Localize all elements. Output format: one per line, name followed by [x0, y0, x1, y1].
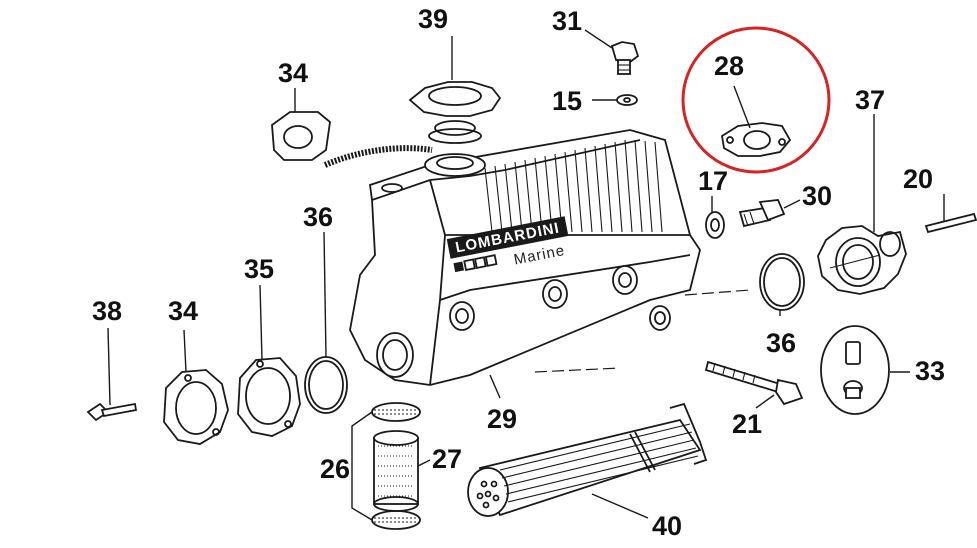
callout-27: 27	[432, 444, 462, 474]
pressure-cap-part-39	[408, 81, 502, 144]
callout-26: 26	[320, 454, 350, 484]
hose-clamp-part-26	[371, 402, 421, 530]
tube-bundle-part-40	[467, 402, 708, 517]
o-ring-part-36-right	[759, 253, 805, 311]
callout-28: 28	[714, 51, 744, 81]
stud-part-20	[924, 212, 977, 234]
washer-part-17	[705, 211, 725, 239]
washer-part-15	[616, 94, 638, 106]
cooling-fins	[484, 139, 663, 233]
screw-part-38	[86, 402, 138, 422]
bolt-part-21	[704, 360, 804, 406]
highlight-circle	[681, 26, 831, 174]
gasket-part-35	[237, 357, 301, 437]
bolt-part-31	[610, 41, 640, 75]
overflow-hose	[323, 145, 433, 168]
callout-34-lower: 34	[168, 296, 198, 326]
gasket-part-34-upper	[271, 111, 331, 161]
callout-15: 15	[552, 86, 582, 116]
callout-36-left: 36	[303, 202, 333, 232]
callout-30: 30	[802, 181, 832, 211]
callout-21: 21	[732, 409, 762, 439]
callout-36-right: 36	[766, 328, 796, 358]
callout-35: 35	[244, 254, 274, 284]
callout-39: 39	[418, 4, 448, 34]
callouts: 39 31 34 15 28 37 17 30 20 36 35 38 34 3…	[92, 4, 945, 541]
o-ring-part-36-left	[304, 356, 348, 414]
callout-29: 29	[487, 404, 517, 434]
hose-part-27	[373, 430, 419, 512]
callout-37: 37	[855, 85, 885, 115]
callout-34-upper: 34	[278, 58, 308, 88]
thermostat-housing-part-37	[817, 225, 907, 295]
callout-31: 31	[552, 6, 582, 36]
callout-40: 40	[652, 511, 682, 541]
thermostat-part-33	[820, 325, 890, 415]
callout-38: 38	[92, 296, 122, 326]
callout-33: 33	[915, 356, 945, 386]
fitting-part-30	[738, 199, 786, 228]
callout-17: 17	[698, 166, 728, 196]
cover-part-34-lower	[163, 369, 229, 445]
callout-20: 20	[903, 164, 933, 194]
gasket-part-28	[721, 122, 792, 157]
manifold-body-part-29: LOMBARDINI Marine	[349, 129, 701, 386]
leader-lines	[107, 29, 945, 521]
